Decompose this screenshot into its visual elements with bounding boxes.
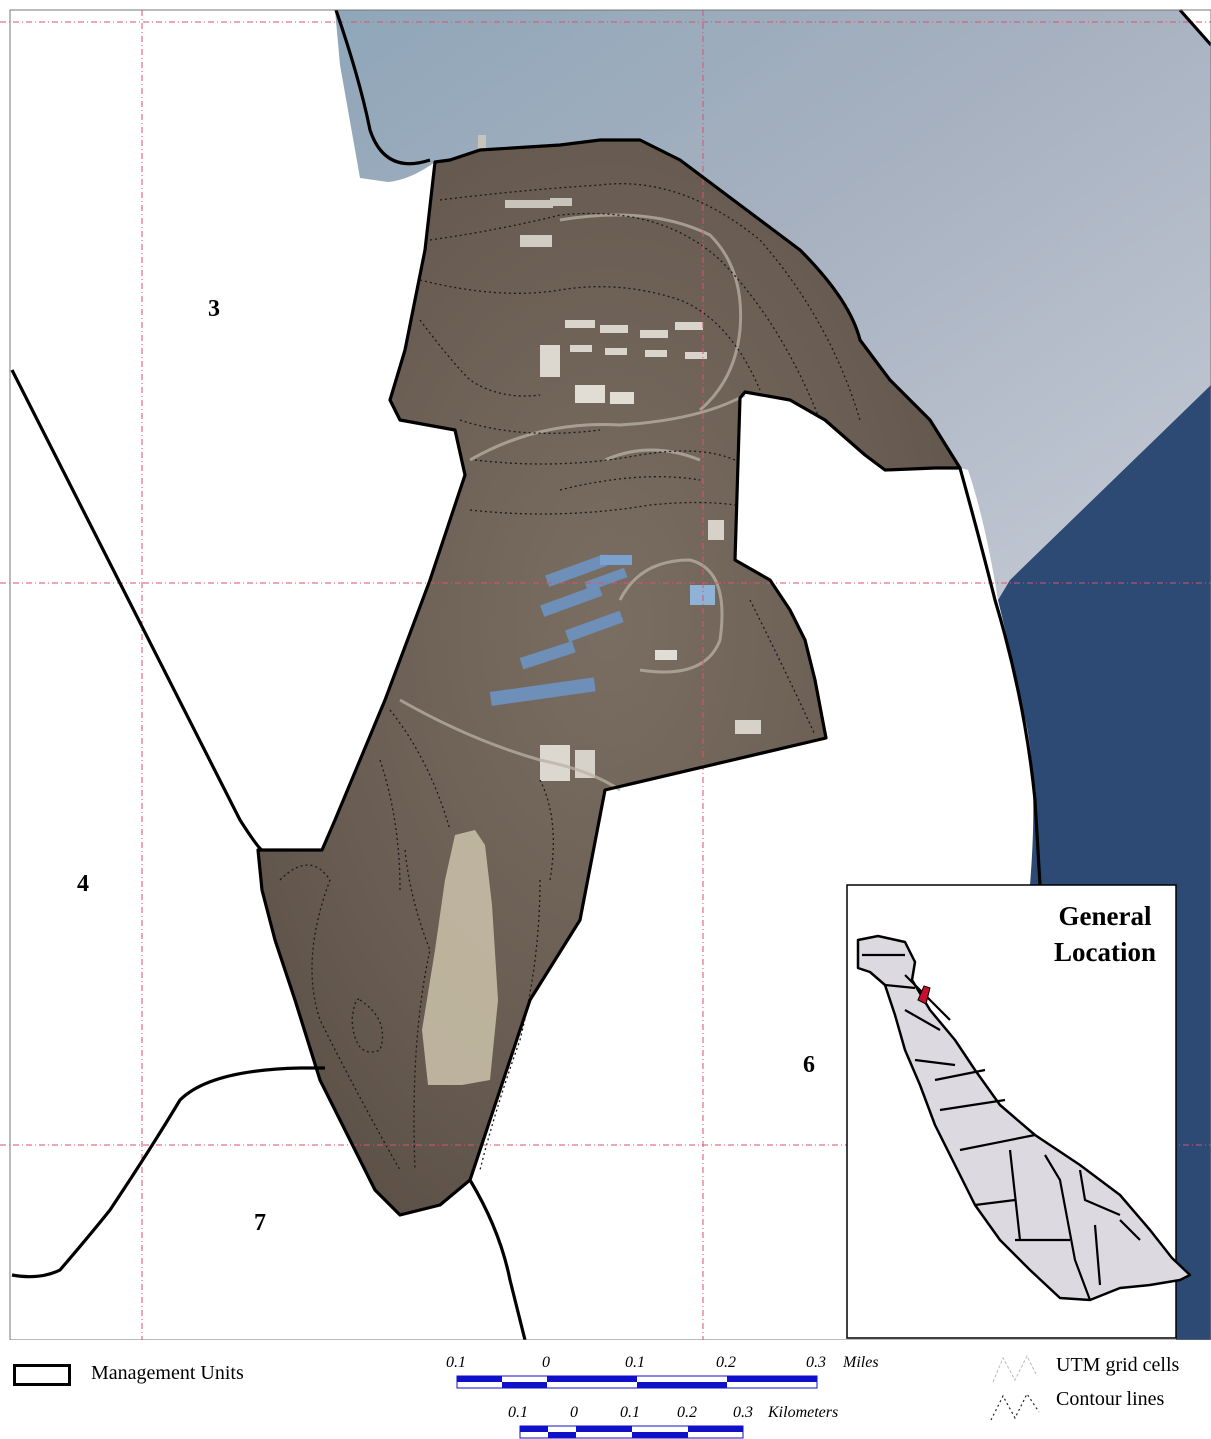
miles-tick-4: 0.3 — [806, 1354, 826, 1371]
miles-scale-bar — [456, 1375, 818, 1389]
inset-highlight-unit — [917, 985, 931, 1005]
sea-strip-right — [1150, 885, 1211, 1340]
general-location-inset: General Location — [846, 884, 1192, 1339]
unit-label-4: 4 — [77, 871, 89, 897]
map-border — [9, 9, 1211, 1340]
land-parcel — [258, 140, 960, 1215]
unit-label-3: 3 — [208, 296, 220, 322]
inset-unit-divisions — [862, 953, 1141, 1301]
management-units-swatch — [13, 1364, 71, 1386]
km-tick-2: 0.1 — [620, 1404, 640, 1421]
km-tick-4: 0.3 — [733, 1404, 753, 1421]
miles-tick-1: 0 — [542, 1354, 550, 1371]
km-unit-label: Kilometers — [768, 1404, 839, 1421]
km-tick-3: 0.2 — [677, 1404, 697, 1421]
contour-swatch — [990, 1392, 1040, 1421]
management-unit-boundaries — [10, 8, 1211, 1340]
utm-grid-label: UTM grid cells — [1056, 1354, 1180, 1376]
scale-bars — [456, 1375, 818, 1439]
unit-label-7: 7 — [254, 1210, 266, 1236]
km-tick-0: 0.1 — [508, 1404, 528, 1421]
map-canvas: 3 4 6 7 General Location — [0, 8, 1211, 1340]
utm-grid-lines — [0, 10, 1211, 1340]
roads — [399, 213, 746, 792]
contour-lines-label: Contour lines — [1056, 1388, 1165, 1410]
contour-lines — [279, 183, 861, 1171]
miles-unit-label: Miles — [843, 1354, 879, 1371]
miles-tick-3: 0.2 — [716, 1354, 736, 1371]
unit-label-6: 6 — [803, 1052, 815, 1078]
km-scale-bar — [519, 1425, 744, 1439]
airstrip-clearing — [422, 830, 498, 1085]
inset-title-line1: General — [1059, 901, 1152, 931]
utm-contour-legend-swatches — [990, 1354, 1040, 1421]
inset-title-line2: Location — [1054, 937, 1156, 967]
utm-grid-swatch — [992, 1354, 1038, 1383]
building-clusters — [489, 198, 761, 781]
km-tick-1: 0 — [570, 1404, 578, 1421]
legend: Management Units 0.1 0 0.1 0.2 0.3 Miles… — [0, 1340, 1211, 1439]
miles-tick-0: 0.1 — [446, 1354, 466, 1371]
management-units-label: Management Units — [91, 1362, 244, 1384]
miles-tick-2: 0.1 — [625, 1354, 645, 1371]
